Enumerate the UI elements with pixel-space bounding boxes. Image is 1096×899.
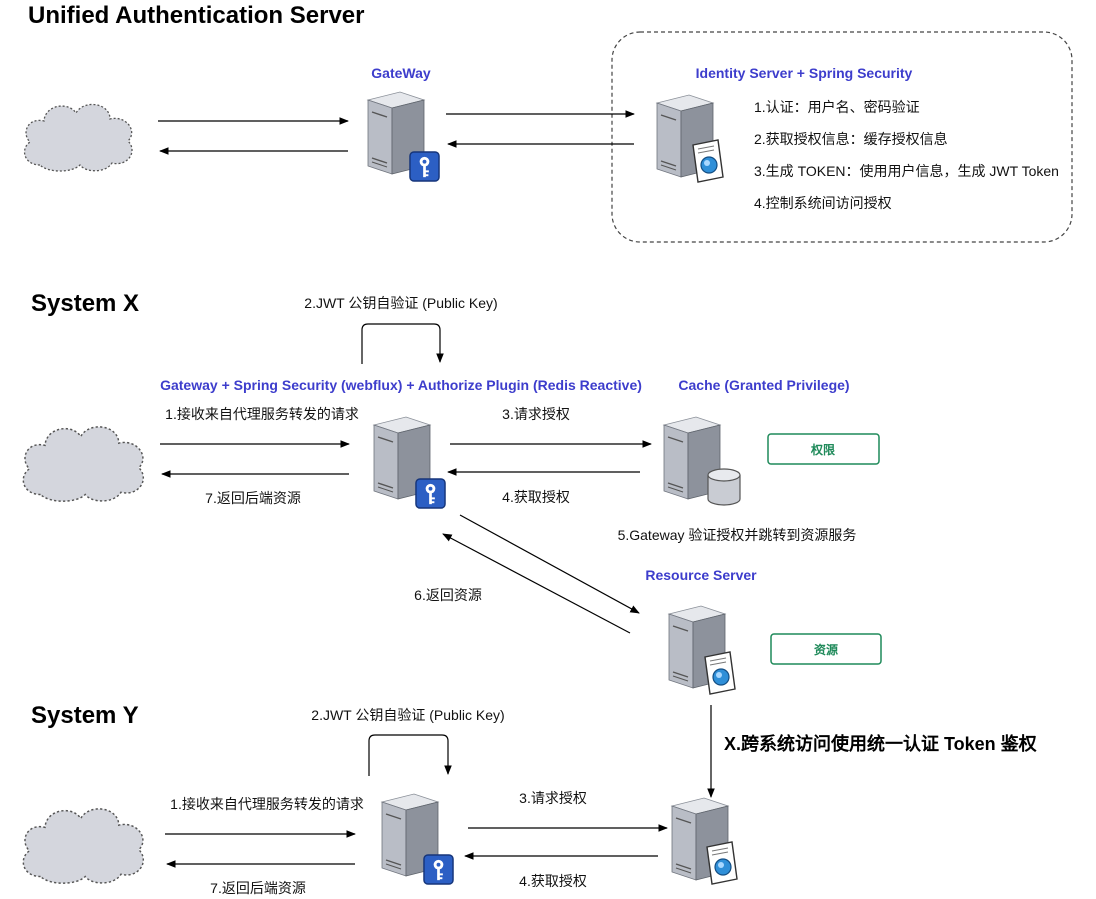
system-x-step3-label: 3.请求授权 xyxy=(502,406,570,422)
system-y-self-verify-loop xyxy=(368,734,452,776)
database-icon xyxy=(707,468,741,506)
certificate-icon xyxy=(692,139,724,183)
system-y-step1-label: 1.接收来自代理服务转发的请求 xyxy=(170,796,364,812)
auth-step-3: 3.生成 TOKEN：使用用户信息，生成 JWT Token xyxy=(754,163,1059,179)
cloud-icon xyxy=(23,103,133,172)
system-x-step7-label: 7.返回后端资源 xyxy=(205,490,301,506)
auth-step-1: 1.认证：用户名、密码验证 xyxy=(754,99,920,115)
resource-badge xyxy=(770,633,882,665)
system-y-step4-label: 4.获取授权 xyxy=(519,873,587,889)
system-y-step7-label: 7.返回后端资源 xyxy=(210,880,306,896)
system-x-arrow-step6 xyxy=(442,533,631,634)
resource-server-label: Resource Server xyxy=(645,567,757,583)
certificate-icon xyxy=(706,841,738,885)
identity-server-boundary xyxy=(611,31,1073,243)
system-x-step1-label: 1.接收来自代理服务转发的请求 xyxy=(165,406,359,422)
identity-server-label: Identity Server + Spring Security xyxy=(696,65,913,81)
system-x-title: System X xyxy=(31,290,139,317)
certificate-icon xyxy=(704,651,736,695)
key-icon xyxy=(409,151,440,182)
resource-badge-label: 资源 xyxy=(814,642,838,657)
auth-gateway-label: GateWay xyxy=(371,65,431,81)
system-y-title: System Y xyxy=(31,702,139,729)
cloud-icon xyxy=(22,426,145,502)
system-x-arrow-step5 xyxy=(459,514,640,614)
auth-step-4: 4.控制系统间访问授权 xyxy=(754,195,892,211)
key-icon xyxy=(415,478,446,509)
key-icon xyxy=(423,854,454,885)
system-x-step4-label: 4.获取授权 xyxy=(502,489,570,505)
auth-step-2: 2.获取授权信息：缓存授权信息 xyxy=(754,131,948,147)
cross-system-label: X.跨系统访问使用统一认证 Token 鉴权 xyxy=(724,733,1038,754)
cloud-icon xyxy=(22,808,145,884)
privilege-badge xyxy=(767,433,880,465)
system-y-step3-label: 3.请求授权 xyxy=(519,790,587,806)
privilege-badge-label: 权限 xyxy=(810,442,835,457)
system-y-self-verify-label: 2.JWT 公钥自验证 (Public Key) xyxy=(311,707,504,723)
system-x-self-verify-loop xyxy=(361,323,444,364)
system-x-gateway-label: Gateway + Spring Security (webflux) + Au… xyxy=(160,377,642,393)
cache-label: Cache (Granted Privilege) xyxy=(678,377,849,393)
system-x-self-verify-label: 2.JWT 公钥自验证 (Public Key) xyxy=(304,295,497,311)
system-x-step6-label: 6.返回资源 xyxy=(414,587,482,603)
auth-section-title: Unified Authentication Server xyxy=(28,2,365,29)
system-x-step5-label: 5.Gateway 验证授权并跳转到资源服务 xyxy=(618,527,857,543)
